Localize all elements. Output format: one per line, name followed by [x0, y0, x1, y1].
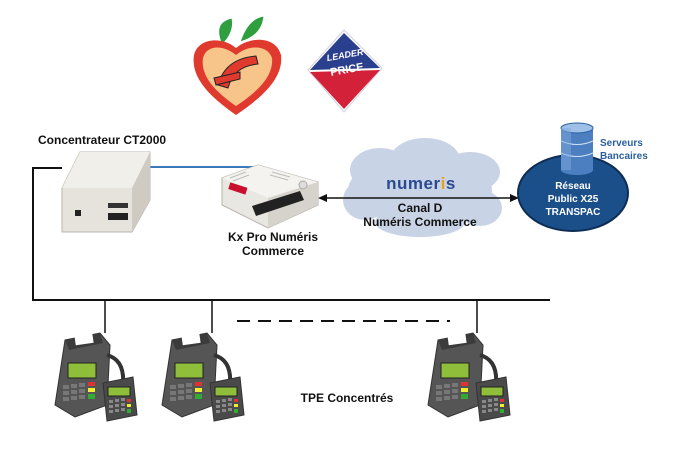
- arrow-right-icon: [510, 194, 519, 202]
- numeris-brand-a: numer: [386, 174, 441, 193]
- servers-line2: Bancaires: [600, 151, 648, 162]
- terminals-label: TPE Concentrés: [300, 391, 394, 405]
- concentrator-label: Concentrateur CT2000: [38, 133, 167, 147]
- network-label: Réseau Public X25 TRANSPAC: [528, 180, 618, 219]
- arrow-left-icon: [318, 194, 327, 202]
- numeris-brand-i: i: [440, 174, 446, 193]
- concentrator-device-icon: [61, 151, 151, 233]
- servers-label: Serveurs Bancaires: [600, 137, 670, 163]
- modem-label-line1: Kx Pro Numéris: [227, 230, 319, 244]
- network-line2: Public X25: [547, 194, 599, 205]
- network-line3: TRANSPAC: [545, 207, 601, 218]
- modem-label-line2: Commerce: [241, 244, 305, 258]
- kx-pro-modem-icon: [221, 164, 319, 229]
- numeris-brand: numeris: [376, 174, 466, 194]
- canal-d-line1: Canal D: [397, 201, 443, 215]
- servers-line1: Serveurs: [600, 138, 643, 149]
- modem-label: Kx Pro Numéris Commerce: [213, 230, 333, 258]
- numeris-brand-b: s: [445, 174, 456, 193]
- database-icon: [560, 122, 594, 175]
- leader-price-logo: [307, 29, 383, 113]
- concentrator-bus-link: [32, 167, 62, 300]
- canal-d-label: Canal D Numéris Commerce: [355, 201, 485, 229]
- network-line1: Réseau: [555, 181, 591, 192]
- heart-fruit-logo: [193, 15, 282, 115]
- numeris-cloud: [343, 138, 502, 237]
- canal-d-line2: Numéris Commerce: [363, 215, 477, 229]
